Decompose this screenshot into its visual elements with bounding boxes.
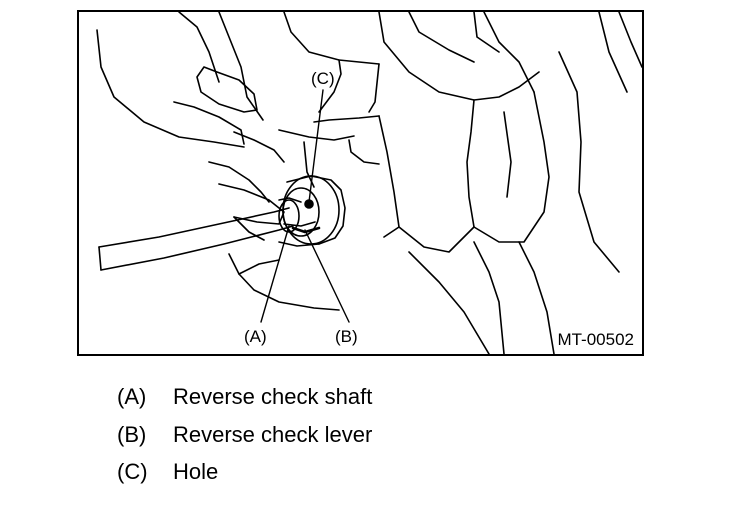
legend-item-c: (C) Hole [117, 458, 517, 486]
legend-text: Hole [173, 459, 219, 484]
leader-line-b [304, 229, 350, 323]
callout-label-b: (B) [335, 327, 358, 346]
legend-text: Reverse check lever [173, 422, 373, 447]
legend-key: (C) [117, 459, 148, 484]
callout-label-a: (A) [244, 327, 267, 346]
leader-lines [260, 89, 350, 323]
hand-outline [96, 29, 340, 311]
leader-line-a [260, 225, 290, 323]
legend-key: (B) [117, 422, 147, 447]
transmission-case-outline [178, 12, 642, 354]
legend-item-b: (B) Reverse check lever [117, 421, 517, 449]
tool-bar [98, 207, 294, 271]
legend-key: (A) [117, 384, 147, 409]
callout-label-c: (C) [311, 69, 335, 88]
illustration-frame: (C) (A) (B) MT-00502 [77, 10, 644, 356]
figure-code: MT-00502 [557, 330, 634, 349]
leader-line-c [308, 89, 324, 203]
legend-text: Reverse check shaft [173, 384, 373, 409]
legend-item-a: (A) Reverse check shaft [117, 383, 517, 411]
reverse-check-assembly [278, 175, 346, 247]
transmission-illustration [96, 12, 642, 354]
